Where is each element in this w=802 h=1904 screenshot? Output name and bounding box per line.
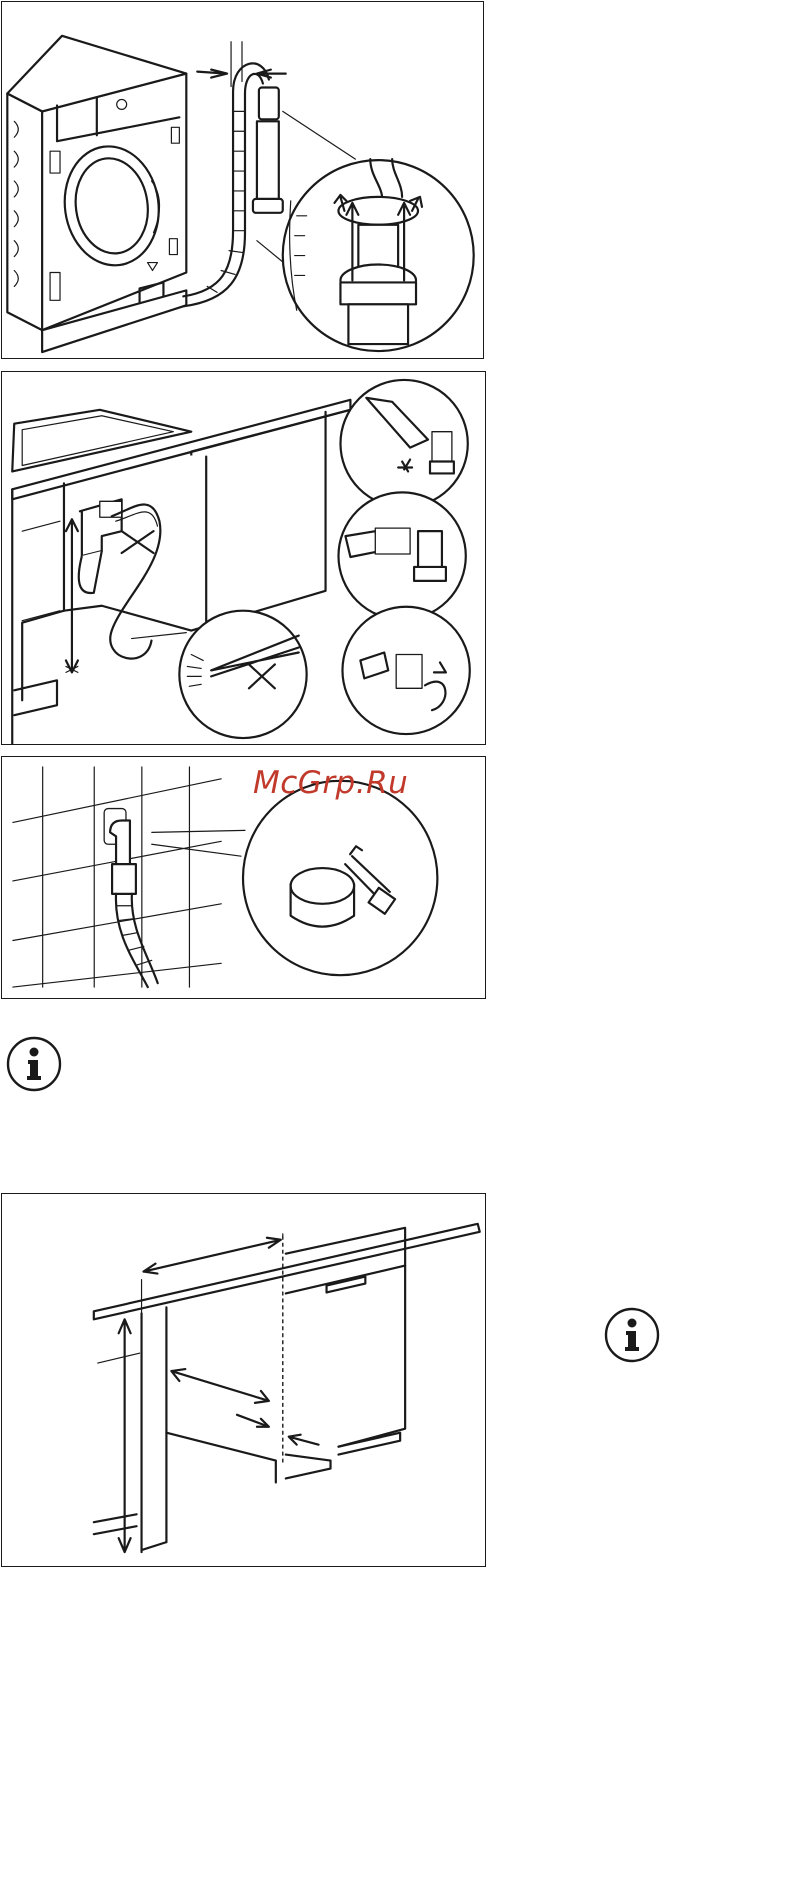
outlet-and-hose — [104, 809, 158, 988]
clamp-detail-circle — [152, 781, 438, 975]
drain-hose-sink-trap-illustration — [1, 371, 486, 745]
kinked-hose-detail-circle — [132, 611, 307, 738]
countertop — [94, 1224, 480, 1319]
info-icon — [604, 1307, 660, 1363]
wall-outlet-drawing — [2, 757, 485, 998]
manual-page: McGrp.Ru — [0, 0, 660, 1568]
drain-hose-standpipe-illustration — [1, 1, 484, 359]
standpipe-detail-circle — [283, 159, 474, 351]
cabinet-installation-measurements-illustration — [1, 1193, 486, 1567]
sink-trap-drawing — [2, 372, 485, 744]
standpipe-drawing — [2, 2, 483, 358]
cabinet-measurements-drawing — [2, 1194, 485, 1566]
trap-detail-circles — [338, 380, 469, 734]
info-icon — [6, 1036, 62, 1092]
watermark-text: McGrp.Ru — [253, 765, 408, 801]
washing-machine — [7, 36, 186, 352]
drain-hose-wall-outlet-illustration — [1, 756, 486, 999]
